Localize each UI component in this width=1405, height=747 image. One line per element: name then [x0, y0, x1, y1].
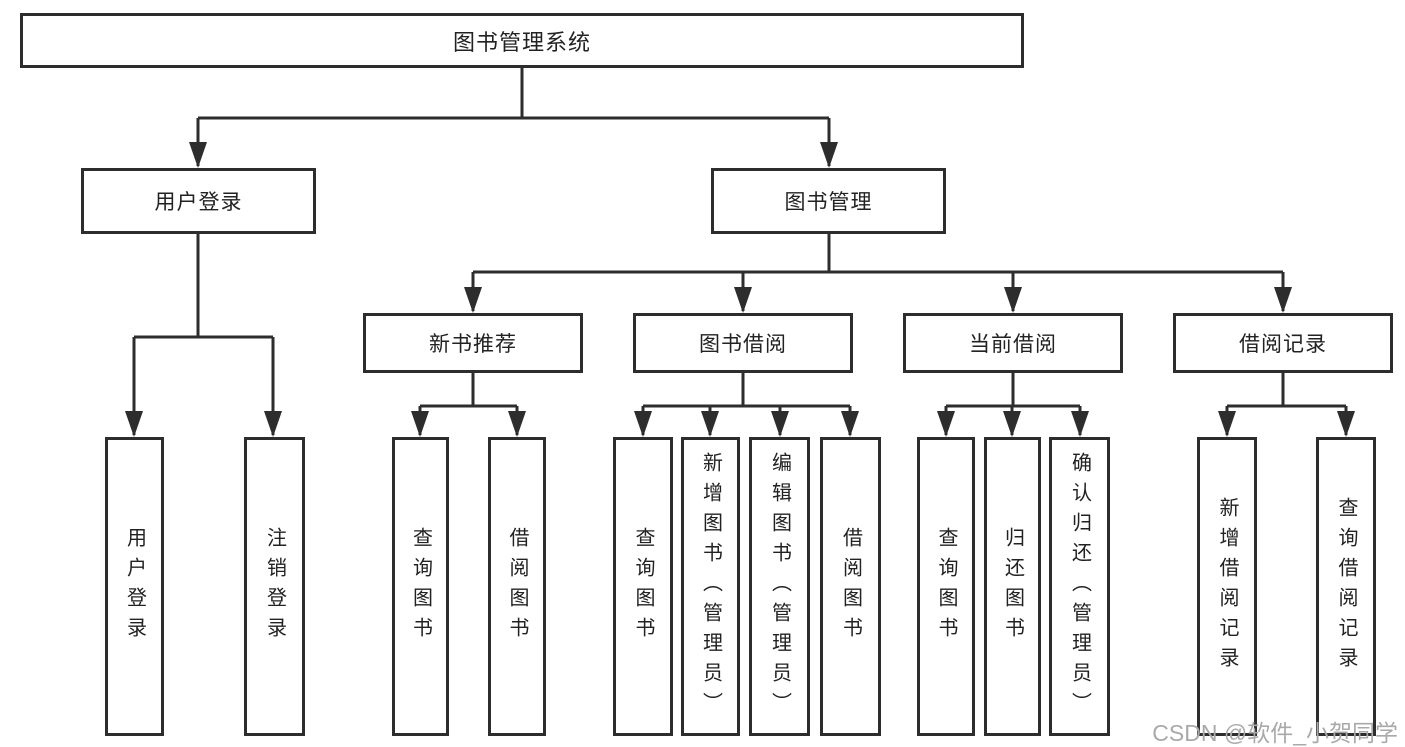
leaf-logout: 注销登录: [244, 437, 305, 736]
node-user-login: 用户登录: [81, 168, 316, 234]
node-label: 查询图书: [935, 526, 957, 647]
leaf-query-books-borrow: 查询图书: [613, 437, 673, 736]
node-label: 图书管理系统: [452, 29, 591, 55]
node-label: 图书借阅: [699, 333, 787, 356]
leaf-borrow-books-recommend: 借阅图书: [488, 437, 546, 736]
node-new-book-recommend: 新书推荐: [363, 313, 583, 373]
csdn-watermark: CSDN @软件_小贺同学: [1152, 720, 1398, 746]
node-label: 借阅图书: [506, 526, 528, 647]
leaf-borrow-books: 借阅图书: [820, 437, 881, 736]
leaf-query-borrow-record: 查询借阅记录: [1316, 437, 1376, 736]
leaf-user-login: 用户登录: [105, 437, 164, 736]
node-root-library-system: 图书管理系统: [20, 13, 1024, 68]
arrowheads: [125, 142, 1355, 437]
leaf-edit-book-admin: 编辑图书（管理员）: [749, 437, 810, 736]
node-label: 查询借阅记录: [1335, 496, 1357, 677]
leaf-add-book-admin: 新增图书（管理员）: [681, 437, 740, 736]
node-current-borrow: 当前借阅: [903, 313, 1123, 373]
node-label: 新增图书（管理员）: [699, 451, 722, 722]
node-label: 注销登录: [263, 526, 286, 647]
node-label: 查询图书: [409, 526, 432, 647]
node-label: 图书管理: [784, 191, 873, 214]
node-label: 用户登录: [154, 191, 243, 214]
node-label: 查询图书: [632, 526, 654, 647]
leaf-query-books-current: 查询图书: [917, 437, 975, 736]
node-book-management: 图书管理: [711, 168, 946, 234]
node-label: 新书推荐: [429, 333, 517, 356]
leaf-query-books-recommend: 查询图书: [392, 437, 449, 736]
node-book-borrow: 图书借阅: [633, 313, 853, 373]
leaf-add-borrow-record: 新增借阅记录: [1197, 437, 1257, 736]
node-borrow-records: 借阅记录: [1173, 313, 1393, 373]
node-label: 用户登录: [123, 526, 146, 647]
leaf-confirm-return-admin: 确认归还（管理员）: [1049, 437, 1110, 736]
node-label: 归还图书: [1001, 526, 1024, 647]
node-label: 借阅图书: [839, 526, 862, 647]
node-label: 确认归还（管理员）: [1068, 451, 1091, 722]
node-label: 当前借阅: [969, 333, 1057, 356]
node-label: 新增借阅记录: [1216, 496, 1238, 677]
leaf-return-book: 归还图书: [984, 437, 1041, 736]
node-label: 借阅记录: [1239, 333, 1327, 356]
node-label: 编辑图书（管理员）: [768, 451, 791, 722]
